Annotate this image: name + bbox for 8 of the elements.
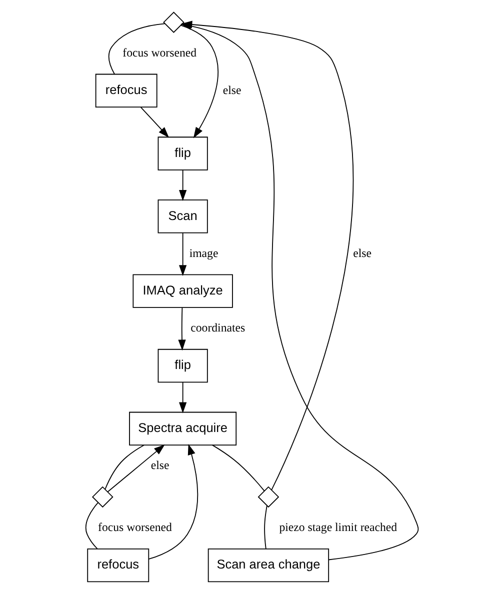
edge-label: focus worsened (98, 520, 172, 534)
edge-label: else (222, 82, 241, 97)
edge-label: focus worsened (122, 45, 196, 60)
edge-label: coordinates (190, 320, 245, 335)
edge-label: else (352, 246, 371, 260)
edge-label: image (188, 246, 218, 260)
edge-label: else (150, 458, 169, 472)
edge-label: piezo stage limit reached (278, 520, 397, 534)
